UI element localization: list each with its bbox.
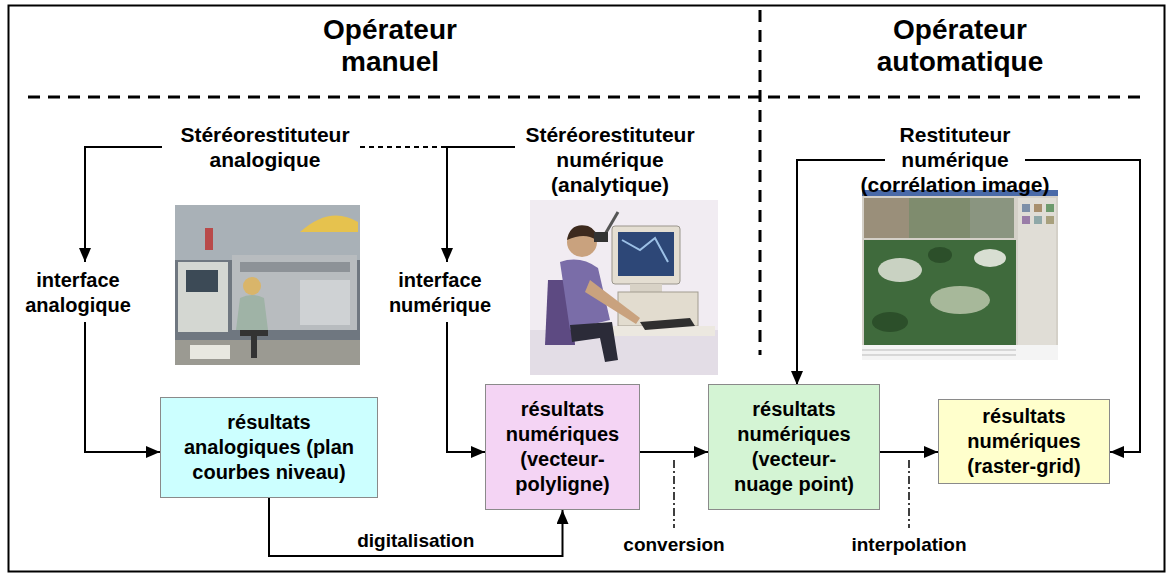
analytic-plotter-photo	[567, 225, 596, 240]
image-correlation-screenshot	[862, 350, 1016, 351]
interface-label: interface analogique	[13, 268, 143, 318]
image-correlation-screenshot	[864, 198, 909, 238]
image-correlation-screenshot	[970, 198, 1014, 238]
result-box: résultats numériques (raster-grid)	[938, 399, 1110, 484]
image-correlation-screenshot	[862, 355, 1016, 356]
analytic-plotter-photo	[530, 200, 718, 375]
image-correlation-screenshot	[864, 240, 1016, 345]
leader-line	[908, 460, 910, 528]
image-correlation-screenshot	[1046, 216, 1054, 224]
image-correlation-screenshot	[1034, 204, 1042, 212]
image-correlation-screenshot	[878, 258, 922, 282]
image-correlation-screenshot	[1034, 216, 1042, 224]
result-box: résultats analogiques (plan courbes nive…	[160, 397, 378, 498]
analog-plotter-photo	[300, 280, 350, 325]
instrument-title: Stéréorestituteur numérique (analytique)	[505, 122, 715, 197]
source-arrow	[447, 147, 515, 262]
image-correlation-screenshot	[1018, 198, 1056, 348]
analytic-plotter-photo	[612, 226, 680, 284]
box-text: résultats numériques (vecteur- nuage poi…	[725, 397, 863, 497]
analog-plotter-photo	[300, 215, 358, 232]
analog-plotter-photo	[175, 205, 360, 365]
analog-plotter-photo	[240, 262, 350, 272]
outer-frame	[9, 6, 1165, 572]
analog-plotter-photo	[175, 340, 360, 365]
analytic-plotter-photo	[570, 322, 618, 362]
image-correlation-screenshot	[864, 198, 1014, 238]
analytic-plotter-photo	[585, 280, 640, 324]
flow-arrow	[640, 451, 708, 453]
box-text: résultats numériques (vecteur- polyligne…	[500, 397, 625, 497]
box-text: résultats numériques (raster-grid)	[953, 404, 1095, 479]
analytic-plotter-photo	[630, 284, 662, 292]
image-correlation-screenshot	[1046, 204, 1054, 212]
result-box: résultats numériques (vecteur- nuage poi…	[708, 384, 880, 510]
analog-plotter-photo	[243, 277, 261, 295]
analytic-plotter-photo	[640, 318, 695, 330]
analytic-plotter-photo	[618, 232, 674, 276]
image-correlation-screenshot	[930, 286, 990, 314]
box-text: résultats analogiques (plan courbes nive…	[175, 410, 363, 485]
analog-plotter-photo	[236, 295, 268, 330]
analog-plotter-photo	[186, 270, 218, 292]
operator-heading: Opérateur automatique	[860, 14, 1060, 78]
image-correlation-screenshot	[862, 345, 1058, 360]
interface-label: interface numérique	[375, 268, 505, 318]
image-correlation-screenshot	[974, 249, 1006, 267]
edge-label: conversion	[620, 534, 727, 556]
instrument-title: Restituteur numérique (corrélation image…	[853, 122, 1058, 197]
edge-label: digitalisation	[354, 530, 477, 552]
separator-dashed	[28, 96, 1148, 99]
analog-plotter-photo	[175, 205, 360, 365]
source-arrow	[447, 322, 485, 452]
analog-plotter-photo	[232, 255, 357, 330]
edge-label: interpolation	[848, 534, 969, 556]
analog-plotter-photo	[190, 345, 230, 359]
image-correlation-screenshot	[862, 190, 1058, 360]
instrument-title: Stéréorestituteur analogique	[160, 122, 370, 172]
analytic-plotter-photo	[622, 238, 668, 262]
separator-dashed	[759, 10, 762, 355]
image-correlation-screenshot	[862, 190, 1058, 360]
image-correlation-screenshot	[1022, 216, 1030, 224]
image-correlation-screenshot	[872, 312, 908, 332]
source-arrow	[85, 147, 162, 262]
analog-plotter-photo	[205, 228, 213, 250]
flow-arrow	[880, 451, 938, 453]
result-box: résultats numériques (vecteur- polyligne…	[485, 384, 640, 510]
leader-line	[673, 460, 675, 528]
analog-plotter-photo	[175, 205, 360, 260]
analog-plotter-photo	[240, 330, 268, 336]
image-correlation-screenshot	[928, 247, 952, 263]
source-arrow	[360, 146, 447, 148]
source-arrow	[85, 322, 160, 452]
operator-heading: Opérateur manuel	[290, 14, 490, 78]
analog-plotter-photo	[251, 336, 257, 358]
analog-plotter-photo	[178, 262, 228, 332]
image-correlation-screenshot	[1022, 204, 1030, 212]
analytic-plotter-photo	[594, 232, 608, 242]
analytic-plotter-photo	[530, 200, 718, 375]
